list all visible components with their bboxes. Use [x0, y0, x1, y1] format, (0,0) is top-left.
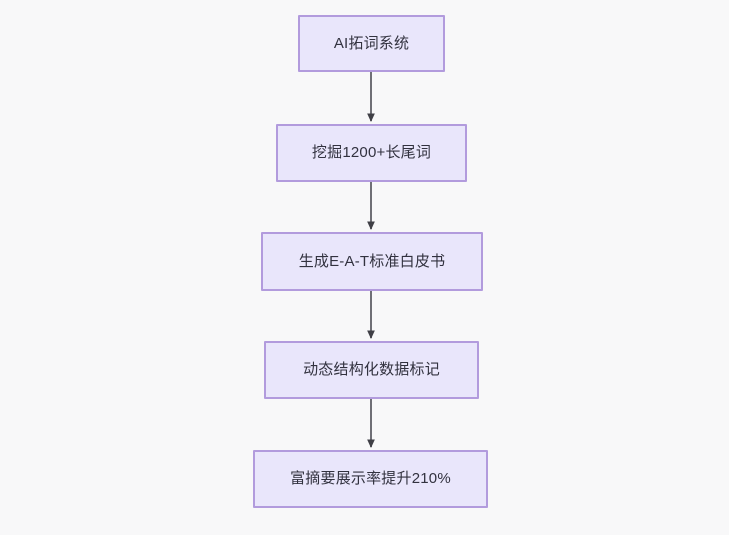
flow-node-label: AI拓词系统 — [333, 34, 410, 52]
flow-node-eat-whitepaper[interactable]: 生成E-A-T标准白皮书 — [261, 232, 483, 291]
flow-node-label: 挖掘1200+长尾词 — [311, 144, 432, 161]
flow-node-ai-keyword-system[interactable]: AI拓词系统 — [298, 15, 445, 72]
flow-node-label: 动态结构化数据标记 — [303, 361, 440, 378]
flow-node-longtail-mining[interactable]: 挖掘1200+长尾词 — [276, 124, 467, 182]
flow-node-label: 生成E-A-T标准白皮书 — [298, 252, 446, 270]
flow-node-rich-snippet-result[interactable]: 富摘要展示率提升210% — [253, 450, 488, 508]
flow-node-structured-data-markup[interactable]: 动态结构化数据标记 — [264, 341, 479, 399]
flow-node-label: 富摘要展示率提升210% — [290, 470, 451, 487]
